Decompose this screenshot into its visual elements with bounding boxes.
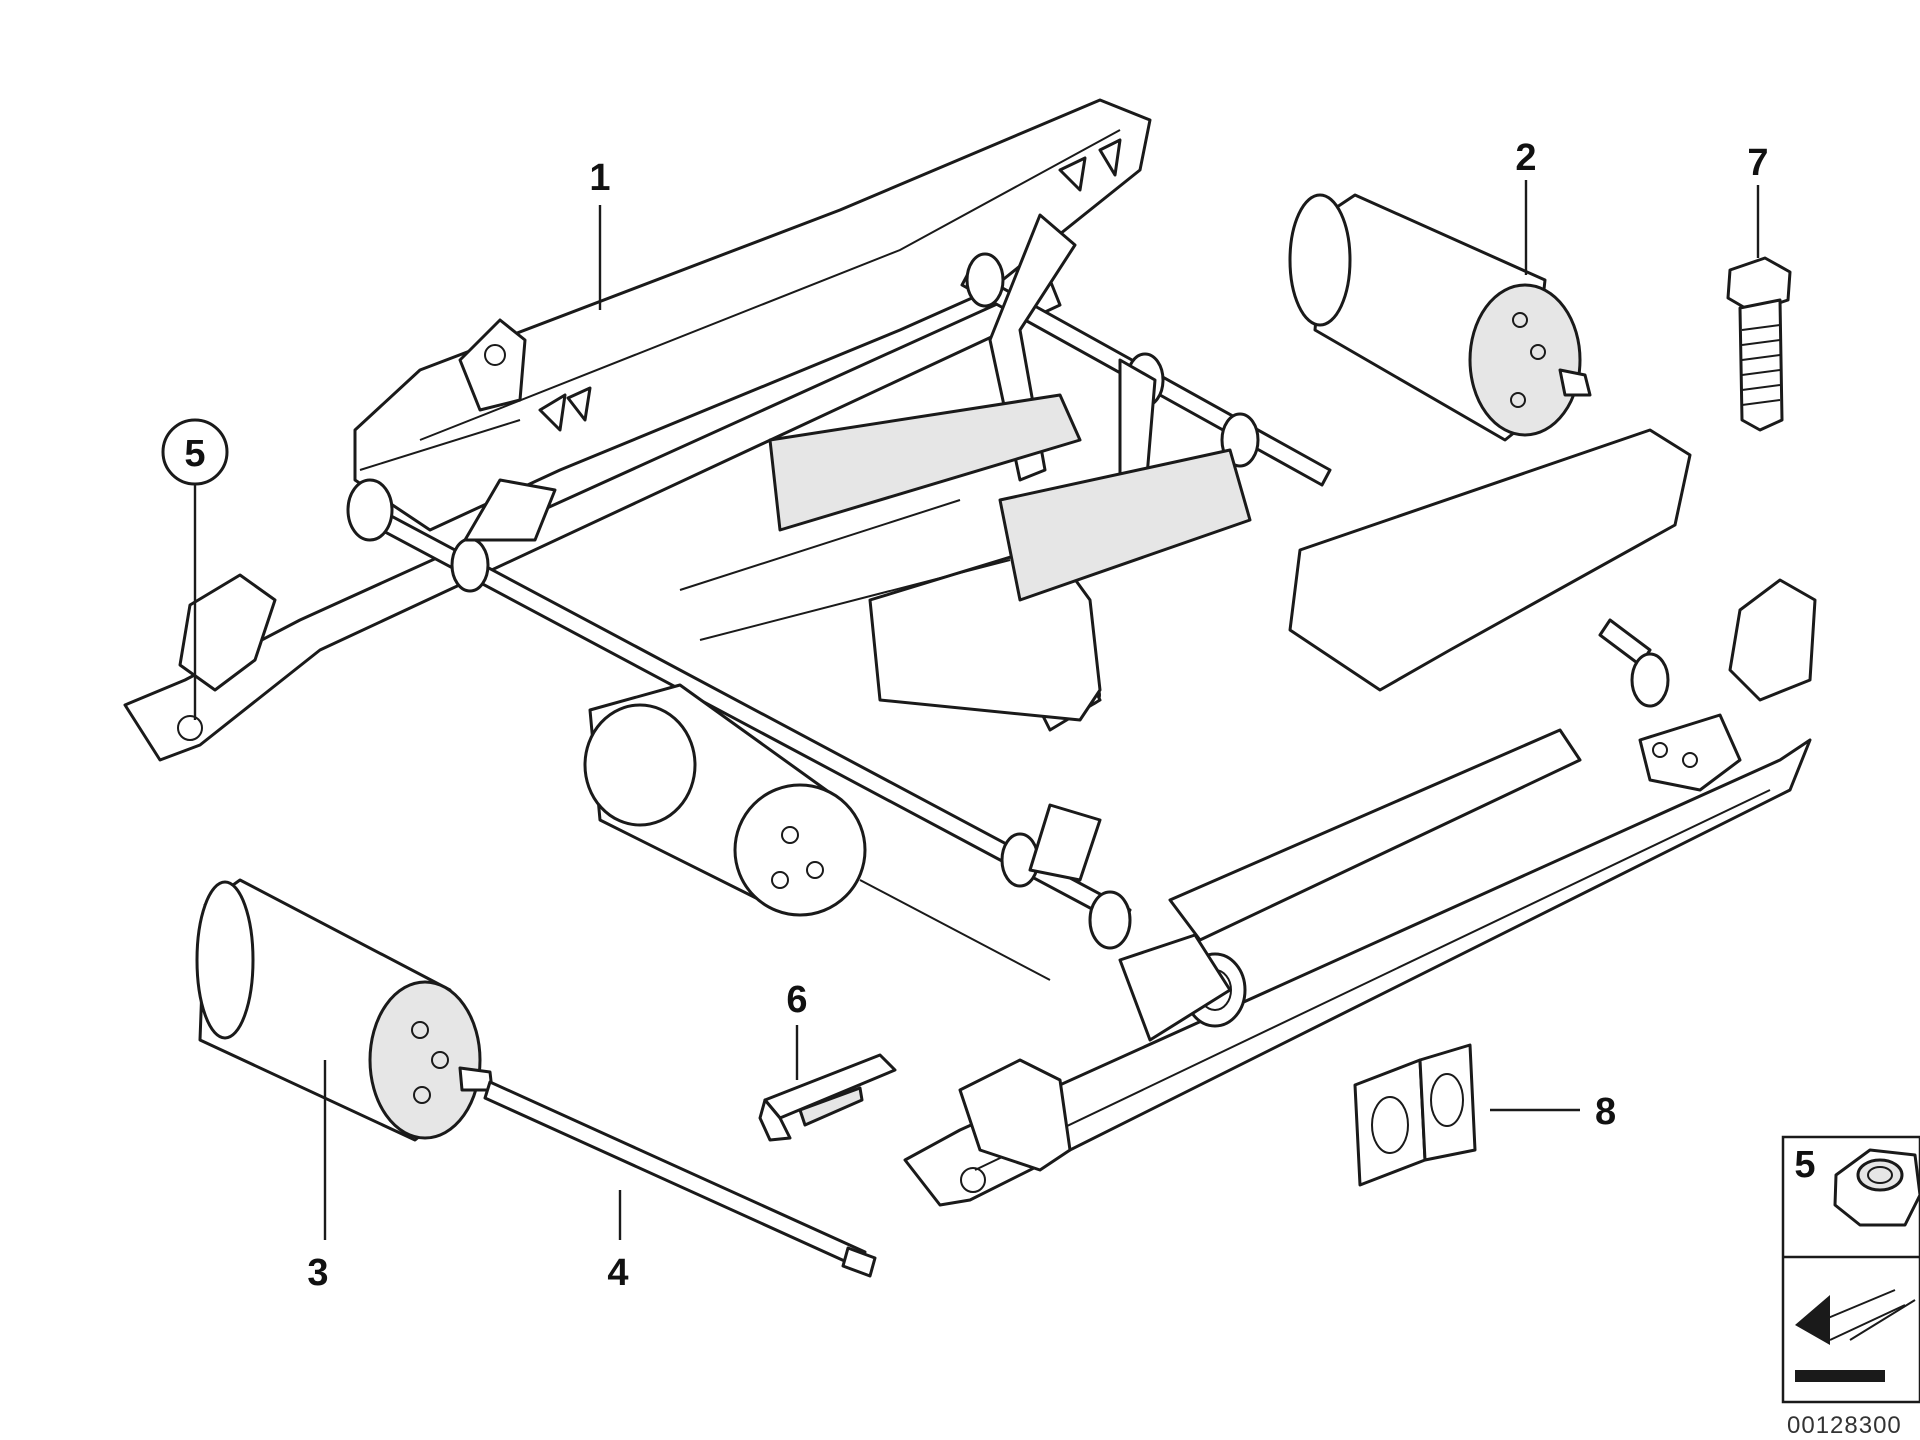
callout-7: 7 xyxy=(1747,142,1768,184)
hex-nut-icon xyxy=(1833,1148,1920,1227)
clip-item-6 xyxy=(758,1053,897,1142)
bolt-item-7 xyxy=(1726,256,1792,432)
callout-5-circle xyxy=(161,418,229,486)
callout-1: 1 xyxy=(589,157,610,199)
callout-8: 8 xyxy=(1595,1091,1616,1133)
callout-4: 4 xyxy=(607,1252,628,1294)
callout-2: 2 xyxy=(1515,137,1536,179)
inset-panel: 5 xyxy=(1781,1135,1920,1404)
motor-item-3 xyxy=(195,878,494,1142)
inset-item-number: 5 xyxy=(1794,1144,1815,1186)
bracket-item-8 xyxy=(1353,1043,1477,1187)
leader-lines xyxy=(193,180,1760,1240)
callout-6: 6 xyxy=(786,979,807,1021)
document-number: 00128300 xyxy=(1787,1412,1902,1439)
callout-3: 3 xyxy=(307,1252,328,1294)
callout-5: 5 xyxy=(184,433,205,475)
motor-item-2 xyxy=(1288,193,1592,442)
flex-shaft-item-4 xyxy=(483,1080,877,1278)
arrow-down-left-icon xyxy=(1795,1289,1916,1382)
frame-motor xyxy=(583,683,1051,981)
seat-frame-assembly xyxy=(123,98,1817,1207)
callout-labels: 1 2 7 5 3 4 6 8 xyxy=(161,137,1769,1294)
